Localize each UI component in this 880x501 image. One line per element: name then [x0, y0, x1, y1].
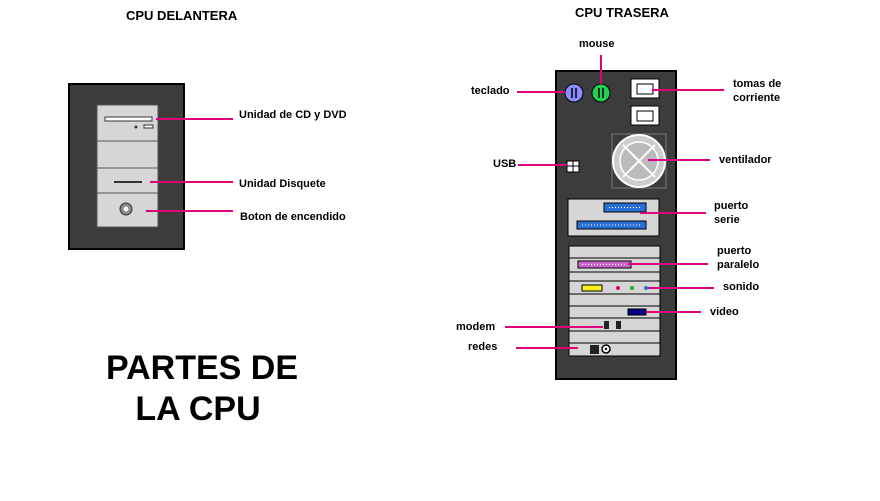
label-video: video [710, 306, 739, 318]
front-header: CPU DELANTERA [126, 8, 238, 23]
label-serial-1: puerto [714, 200, 749, 212]
keyboard-port [564, 83, 584, 103]
label-serial-2: serie [714, 214, 740, 226]
audio-jack-green [630, 286, 634, 290]
modem-jack-2 [616, 321, 621, 329]
label-parallel-1: puerto [717, 245, 752, 257]
label-mouse: mouse [579, 38, 615, 50]
network-port [590, 345, 599, 354]
serial-port-2 [576, 220, 647, 230]
label-modem: modem [456, 321, 496, 333]
label-power-button: Boton de encendido [240, 211, 346, 223]
label-fan: ventilador [719, 154, 772, 166]
front-cpu [68, 83, 233, 250]
label-cd-dvd: Unidad de CD y DVD [239, 109, 347, 121]
label-power-socket-1: tomas de [733, 78, 782, 90]
label-usb: USB [493, 158, 517, 170]
label-network: redes [468, 341, 498, 353]
label-keyboard: teclado [471, 85, 510, 97]
main-title-line2: LA CPU [135, 390, 261, 428]
video-port [627, 308, 647, 316]
mouse-port [591, 83, 611, 103]
back-header: CPU TRASERA [575, 5, 669, 20]
cd-dvd-drive [104, 116, 153, 122]
audio-jack-pink [616, 286, 620, 290]
label-power-socket-2: corriente [733, 92, 781, 104]
audio-jack-blue [644, 286, 648, 290]
modem-jack-1 [604, 321, 609, 329]
back-cpu [505, 55, 724, 380]
label-floppy: Unidad Disquete [239, 178, 326, 190]
game-port [581, 284, 603, 292]
main-title-line1: PARTES DE [105, 349, 299, 387]
label-parallel-2: paralelo [717, 259, 760, 271]
label-sound: sonido [723, 281, 760, 293]
